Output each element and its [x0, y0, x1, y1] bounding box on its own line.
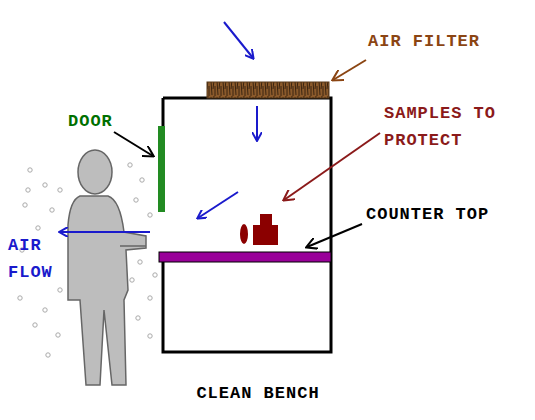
counter-top	[159, 252, 331, 262]
caption: CLEAN BENCH	[196, 380, 319, 407]
flow-label: AIR FLOW	[8, 232, 64, 286]
cabinet	[163, 98, 331, 352]
leader-line	[333, 60, 366, 80]
air-filter	[207, 82, 329, 98]
leader-line	[284, 133, 380, 200]
air-flow-arrows	[60, 22, 257, 232]
leader-line	[114, 132, 153, 156]
door	[158, 126, 165, 212]
leader-line	[307, 224, 362, 247]
part-label: DOOR	[68, 108, 138, 135]
part-label: SAMPLES TO PROTECT	[384, 100, 530, 154]
part-label: AIR FILTER	[368, 28, 528, 55]
person	[68, 150, 146, 385]
part-label: COUNTER TOP	[366, 201, 526, 228]
samples	[240, 214, 278, 245]
